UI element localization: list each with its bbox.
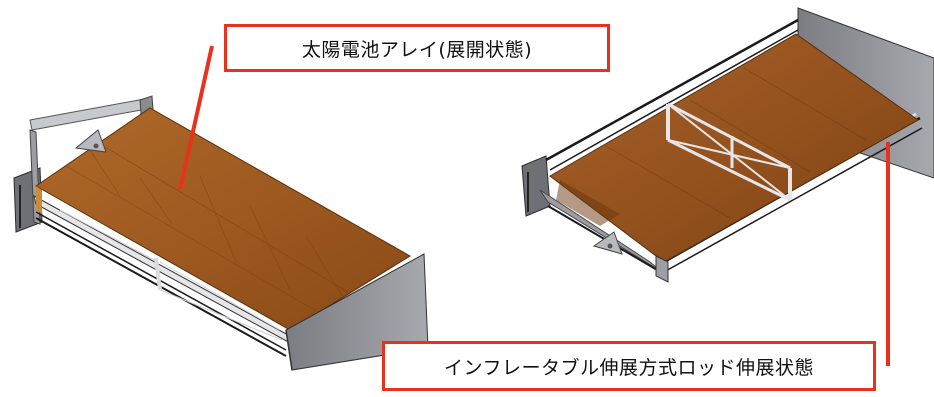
solar-array-deployed (13, 95, 429, 371)
callout-label-rod-extended: インフレータブル伸展方式ロッド伸展状態 (382, 341, 876, 391)
hinge-bracket-left (74, 129, 107, 153)
rod-extended-assembly (521, 7, 934, 283)
base-frame-right (521, 155, 663, 273)
deployment-frame-left (33, 189, 293, 357)
central-truss (666, 102, 792, 202)
callout-pointer-array (178, 45, 214, 191)
callout-text-rod-extended: インフレータブル伸展方式ロッド伸展状態 (444, 356, 814, 379)
end-frame-right (655, 255, 669, 283)
hinge-bracket-right (592, 231, 623, 255)
callout-label-deployed-array: 太陽電池アレイ(展開状態) (224, 24, 610, 72)
solar-panel-surface-left (35, 107, 411, 331)
solar-panel-surface-right (549, 33, 919, 263)
callout-text-deployed-array: 太陽電池アレイ(展開状態) (301, 38, 533, 61)
